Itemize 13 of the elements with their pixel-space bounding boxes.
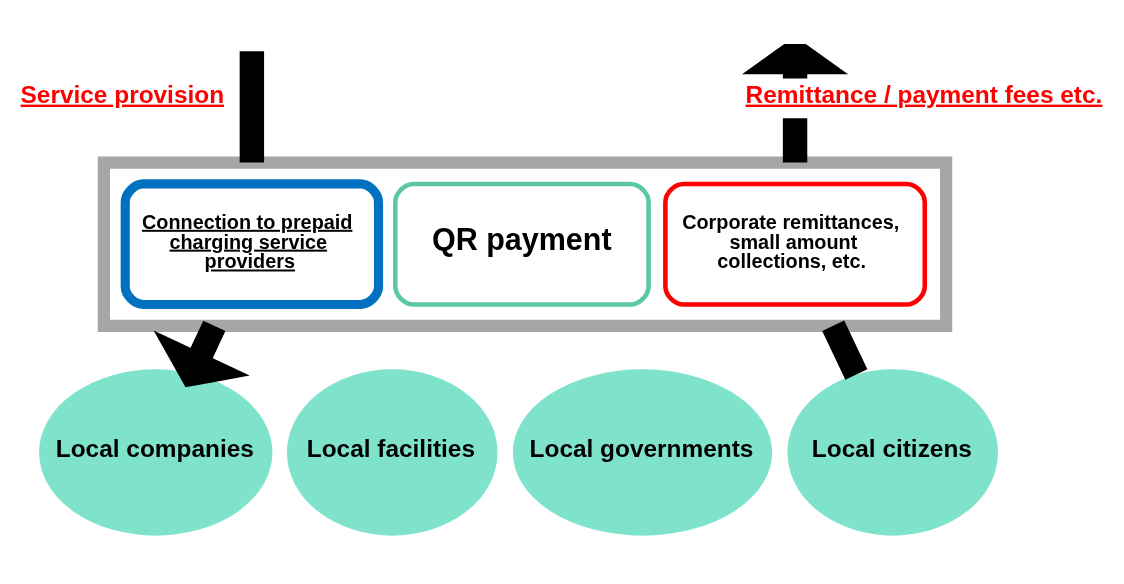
node-ellipse: Local governments	[512, 368, 773, 536]
connector	[822, 320, 868, 380]
node-ellipse: Local citizens	[787, 368, 998, 536]
edge-label: Remittance / payment fees etc.	[745, 80, 1103, 108]
node-box: Connection to prepaid charging service providers	[120, 178, 384, 309]
node-ellipse: Local companies	[39, 368, 273, 536]
node-box: QR payment	[393, 181, 651, 307]
cluster	[97, 156, 953, 332]
node-ellipse: Local facilities	[286, 368, 498, 536]
connector	[239, 50, 265, 163]
edge-label: Service provision	[20, 80, 225, 108]
arrow	[153, 320, 250, 387]
node-box: Corporate remittances, small amount collections, etc.	[663, 181, 928, 307]
